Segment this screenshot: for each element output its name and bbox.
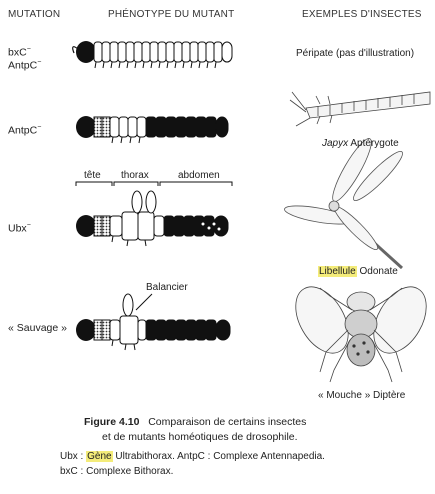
larva-bxc-antpc: [73, 41, 232, 68]
dragonfly-illustration: [283, 135, 407, 268]
legend-bxc: bxC : Complexe Bithorax.: [60, 466, 173, 477]
insect-label-libellule: Libellule Odonate: [318, 266, 398, 277]
japyx-illustration: [290, 92, 430, 126]
larva-wild: [76, 294, 230, 350]
segment-brackets: [76, 182, 232, 186]
balancier-pointer: [136, 294, 152, 310]
insect-label-peripate: Péripate (pas d'illustration): [296, 48, 414, 59]
fly-illustration: [285, 278, 435, 382]
larva-antpc: [76, 116, 228, 143]
insect-label-japyx: Japyx Aptérygote: [322, 138, 399, 149]
insect-label-mouche: « Mouche » Diptère: [318, 390, 405, 401]
segment-label-thorax: thorax: [121, 170, 149, 181]
segment-label-abdomen: abdomen: [178, 170, 220, 181]
figure-caption-line2: et de mutants homéotiques de drosophile.: [102, 431, 298, 443]
balancier-label: Balancier: [146, 282, 188, 293]
larva-ubx: [76, 191, 228, 246]
legend-ubx: Ubx : Gène Ultrabithorax. AntpC : Comple…: [60, 451, 325, 462]
figure-caption: Figure 4.10 Comparaison de certains inse…: [84, 416, 306, 428]
segment-label-head: tête: [84, 170, 101, 181]
